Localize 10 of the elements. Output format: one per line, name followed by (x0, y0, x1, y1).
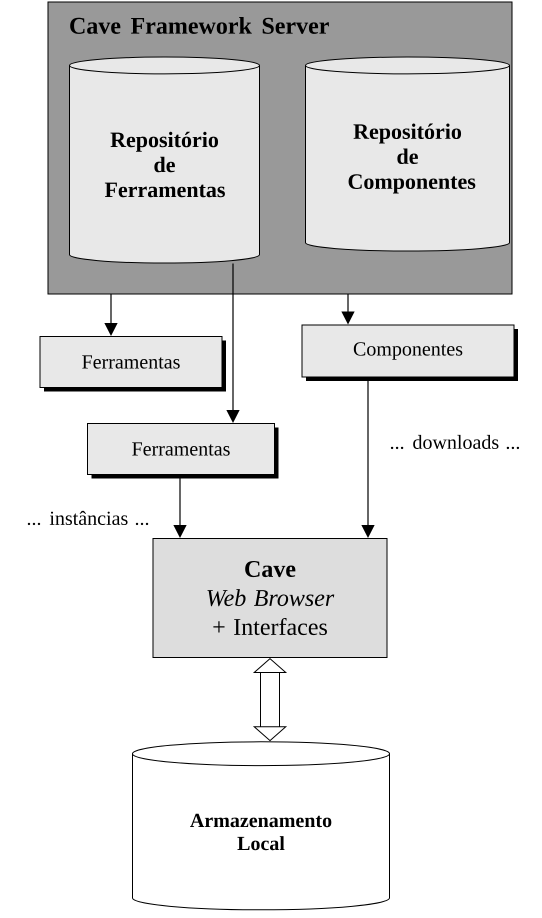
edge-label: ... instâncias ... (28, 510, 148, 526)
browser-box: Cave Web Browser + Interfaces (152, 538, 388, 658)
database-cylinder: Repositório de Componentes (305, 56, 510, 252)
database-cylinder: Armazenamento Local (132, 741, 390, 910)
database-cylinder: Repositório de Ferramentas (69, 56, 260, 264)
shadowed-box: Componentes (302, 324, 518, 381)
edge-label: ... downloads ... (390, 434, 520, 450)
shadowed-box: Ferramentas (40, 336, 226, 392)
shadowed-box: Ferramentas (87, 423, 278, 478)
double-block-arrow (252, 658, 288, 742)
